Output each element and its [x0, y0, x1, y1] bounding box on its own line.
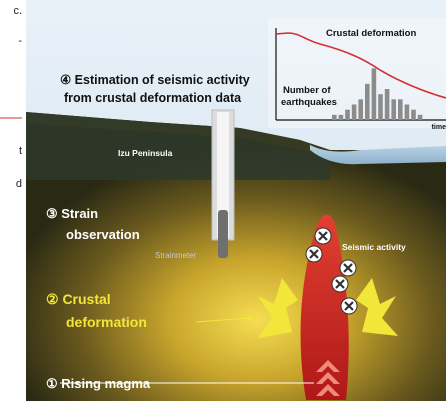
deformation-arrow-left-icon	[258, 278, 298, 338]
peninsula-label: Izu Peninsula	[118, 148, 173, 158]
earthquake-x-icon	[314, 227, 332, 245]
inset-chart-bg	[268, 18, 446, 128]
rising-chevrons	[316, 360, 340, 396]
borehole-inner	[217, 112, 229, 238]
earthquake-x-icon	[305, 245, 323, 263]
inset-bars	[332, 68, 423, 120]
inset-y-label-line1: Number of	[283, 85, 331, 96]
chevron-up-icon	[316, 360, 340, 372]
earthquake-count-bar	[351, 104, 357, 120]
earthquake-count-bar	[384, 89, 390, 120]
step1-label: ① Rising magma	[46, 376, 151, 391]
leader-dot	[247, 315, 253, 321]
earthquake-x-icon	[331, 275, 349, 293]
chevron-up-icon	[316, 372, 340, 384]
strainmeter-label: Strainmeter	[155, 251, 197, 260]
inset-chart-title: Crustal deformation	[326, 28, 416, 39]
earthquake-x-icon	[340, 297, 358, 315]
step3-label-line2: observation	[66, 227, 140, 242]
strainmeter	[218, 210, 228, 258]
margin-fragment: -	[18, 35, 22, 47]
inset-y-label-line2: earthquakes	[281, 97, 337, 108]
inset-x-label: time	[432, 124, 446, 131]
earthquake-count-bar	[391, 99, 396, 120]
inset-chart: Crustal deformation Number of earthquake…	[268, 18, 446, 131]
seismic-activity-label: Seismic activity	[342, 242, 406, 252]
page-margin	[0, 0, 26, 401]
earthquake-count-bar	[371, 68, 377, 120]
crust-upper	[26, 124, 330, 180]
earthquake-count-bar	[332, 114, 337, 120]
step4-label-line1: ④ Estimation of seismic activity	[60, 73, 250, 87]
crustal-deformation-curve	[275, 32, 446, 99]
sea	[310, 145, 446, 165]
earthquake-count-bar	[365, 83, 370, 120]
earthquake-count-bar	[345, 109, 350, 120]
step2-label-line1: ② Crustal	[46, 291, 111, 307]
step4-label-line2: from crustal deformation data	[64, 91, 242, 105]
margin-fragment: t	[19, 145, 22, 157]
step2-label-line2: deformation	[66, 314, 147, 330]
deformation-arrow-right-icon	[356, 278, 398, 336]
ground-surface	[26, 112, 446, 158]
earthquake-markers	[305, 227, 358, 315]
margin-fragment: d	[16, 178, 22, 190]
chevron-up-icon	[316, 384, 340, 396]
earthquake-count-bar	[398, 99, 403, 120]
earthquake-count-bar	[378, 94, 383, 120]
earthquake-count-bar	[417, 114, 423, 120]
earthquake-count-bar	[338, 114, 344, 120]
earthquake-count-bar	[404, 104, 410, 120]
earthquake-count-bar	[411, 109, 416, 120]
earthquake-count-bar	[358, 99, 363, 120]
step3-label-line1: ③ Strain	[46, 206, 98, 221]
earthquake-x-icon	[339, 259, 357, 277]
leader-line-deformation	[195, 317, 251, 323]
margin-fragment: c.	[13, 5, 22, 17]
